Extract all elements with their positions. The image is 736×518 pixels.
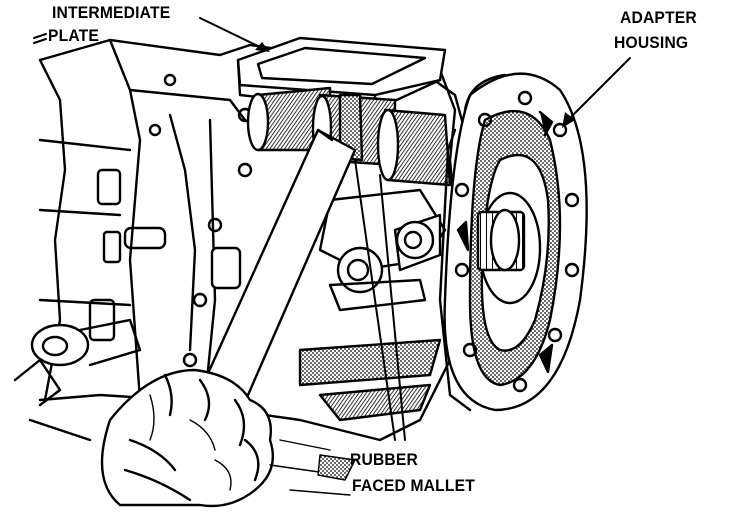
label-mallet-line1: RUBBER [350,450,419,469]
intermediate-plate [236,36,447,112]
plate-marker [33,33,47,44]
mallet-leader-a [354,159,396,441]
label-adapter-line1: ADAPTER [620,8,697,27]
adapter-housing-arrowhead [562,112,575,128]
mallet-leader-b [379,174,406,441]
hand [100,368,275,508]
adapter-housing-leader [567,57,631,121]
adapter-housing [438,72,588,412]
intermediate-plate-arrowhead [255,42,270,52]
leader-lines [199,17,631,441]
label-intermediate-line1: INTERMEDIATE [52,3,171,22]
label-adapter-line2: HOUSING [614,33,689,52]
intermediate-plate-leader [199,17,263,49]
bench-shading [269,439,356,496]
label-intermediate-line2: PLATE [48,26,100,45]
label-mallet-line2: FACED MALLET [352,476,475,495]
